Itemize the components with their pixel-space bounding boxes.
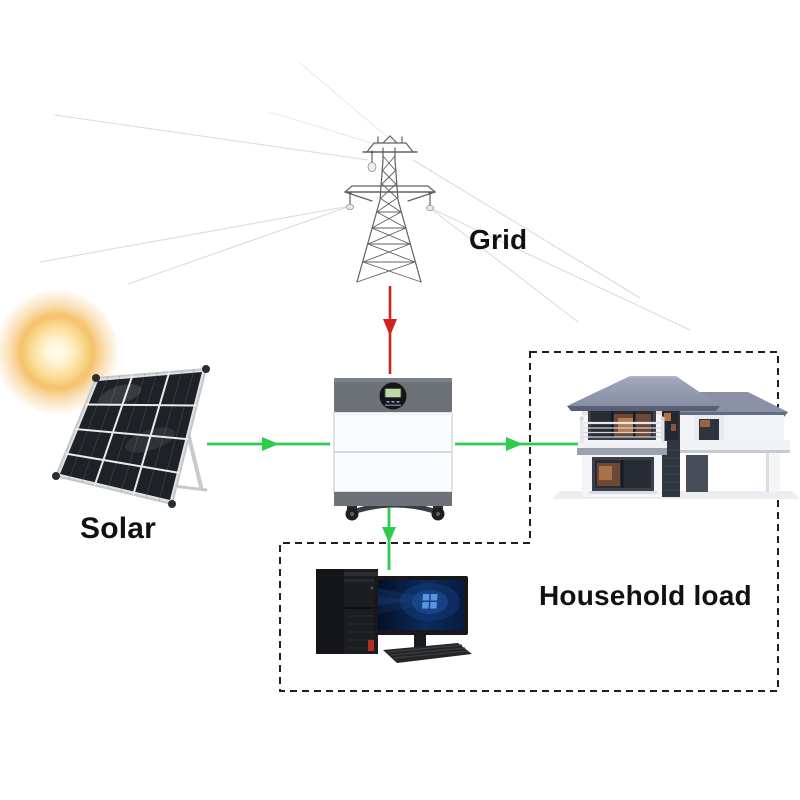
grid-label: Grid: [469, 224, 528, 255]
arrow-battery-to-house: [455, 437, 578, 451]
house-icon: [552, 376, 800, 499]
keyboard-icon: [383, 643, 472, 663]
pc-tower-icon: [316, 569, 378, 654]
grid-tower-icon: [39, 62, 691, 331]
windows-logo-icon: [421, 594, 438, 609]
battery-inverter-icon: [333, 378, 453, 521]
battery-display-icon: [379, 382, 407, 410]
household-load-label: Household load: [539, 580, 752, 611]
arrow-solar-to-battery: [207, 437, 330, 451]
insulator-icon: [346, 150, 434, 211]
monitor-icon: [374, 576, 468, 654]
computer-icon: [316, 569, 472, 663]
arrow-battery-to-load: [382, 508, 396, 570]
household-load-boundary: [279, 351, 779, 692]
power-lines: [39, 62, 691, 331]
arrow-grid-to-battery: [383, 286, 397, 374]
solar-label: Solar: [80, 512, 157, 545]
caster-wheel-icon: [345, 505, 445, 521]
solar-panel-icon: [52, 365, 210, 508]
